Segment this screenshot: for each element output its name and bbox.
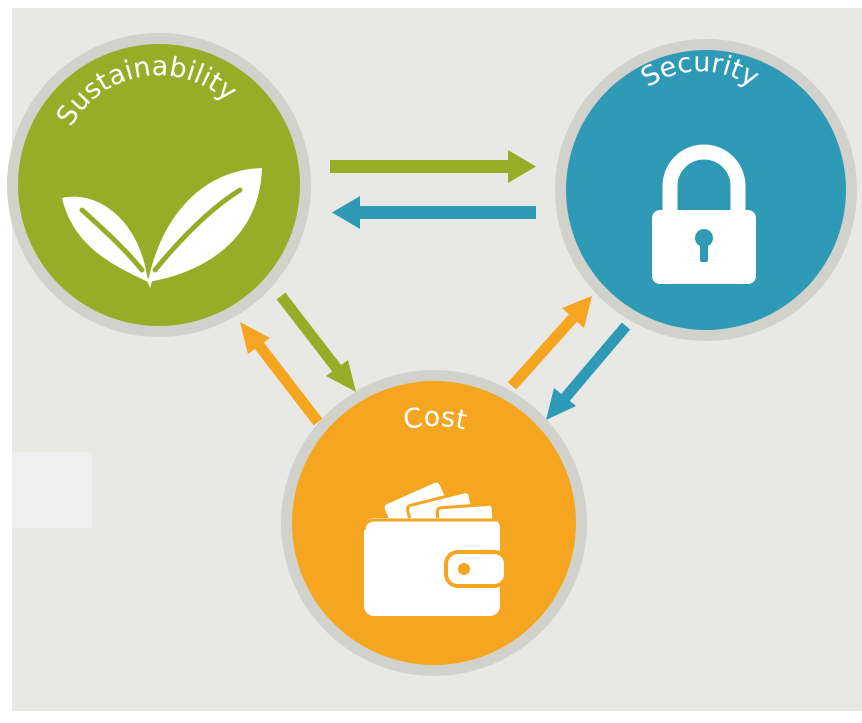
leaf-veins — [79, 187, 243, 273]
arrow-sustainability-to-cost — [276, 292, 356, 392]
cost-node: Cost — [281, 370, 587, 676]
sustainability-node: Sustainability — [7, 33, 311, 337]
arrow-security-to-cost — [546, 322, 631, 420]
lock-icon — [652, 144, 756, 284]
sustainability-circle — [18, 44, 300, 326]
arrow-cost-to-sustainability — [240, 322, 323, 426]
cost-label: Cost — [401, 402, 470, 437]
arrow-sustainability-to-security — [330, 150, 536, 183]
arrow-security-to-sustainability — [332, 196, 536, 229]
security-node: Security — [555, 39, 857, 341]
light-patch — [12, 452, 92, 528]
wallet-icon — [362, 482, 508, 616]
arrow-cost-to-security — [507, 296, 592, 390]
security-circle — [566, 50, 846, 330]
